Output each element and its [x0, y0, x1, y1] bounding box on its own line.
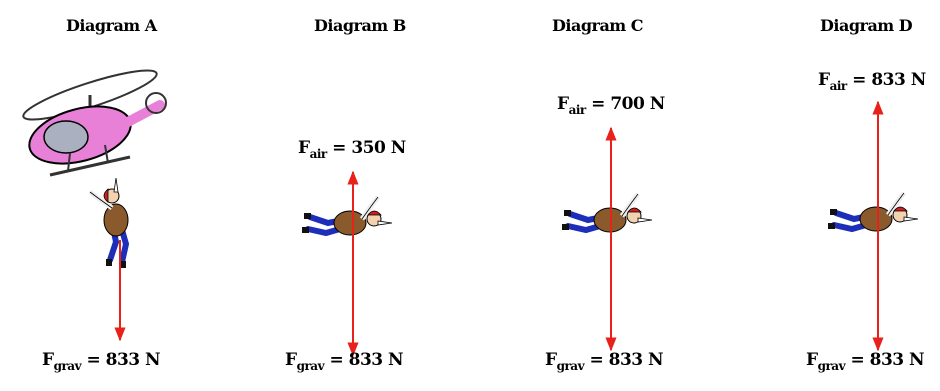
diagram-c-title: Diagram C	[552, 16, 644, 35]
gravity-label-d: Fgrav = 833 N	[806, 350, 925, 373]
helicopter-icon	[22, 69, 167, 177]
diagram-b-title: Diagram B	[314, 16, 406, 35]
skydiver-icon	[828, 193, 918, 231]
gravity-label-c: Fgrav = 833 N	[545, 350, 664, 373]
diagram-d-title: Diagram D	[820, 16, 913, 35]
skydiver-icon	[562, 194, 652, 232]
skydiver-icon	[90, 178, 128, 268]
gravity-label-a: Fgrav = 833 N	[42, 350, 161, 373]
air-label-b: Fair = 350 N	[298, 138, 406, 161]
skydiver-icon	[302, 197, 392, 235]
gravity-label-b: Fgrav = 833 N	[285, 350, 404, 373]
diagram-a-title: Diagram A	[66, 16, 157, 35]
air-label-c: Fair = 700 N	[557, 94, 665, 117]
air-label-d: Fair = 833 N	[818, 70, 926, 93]
